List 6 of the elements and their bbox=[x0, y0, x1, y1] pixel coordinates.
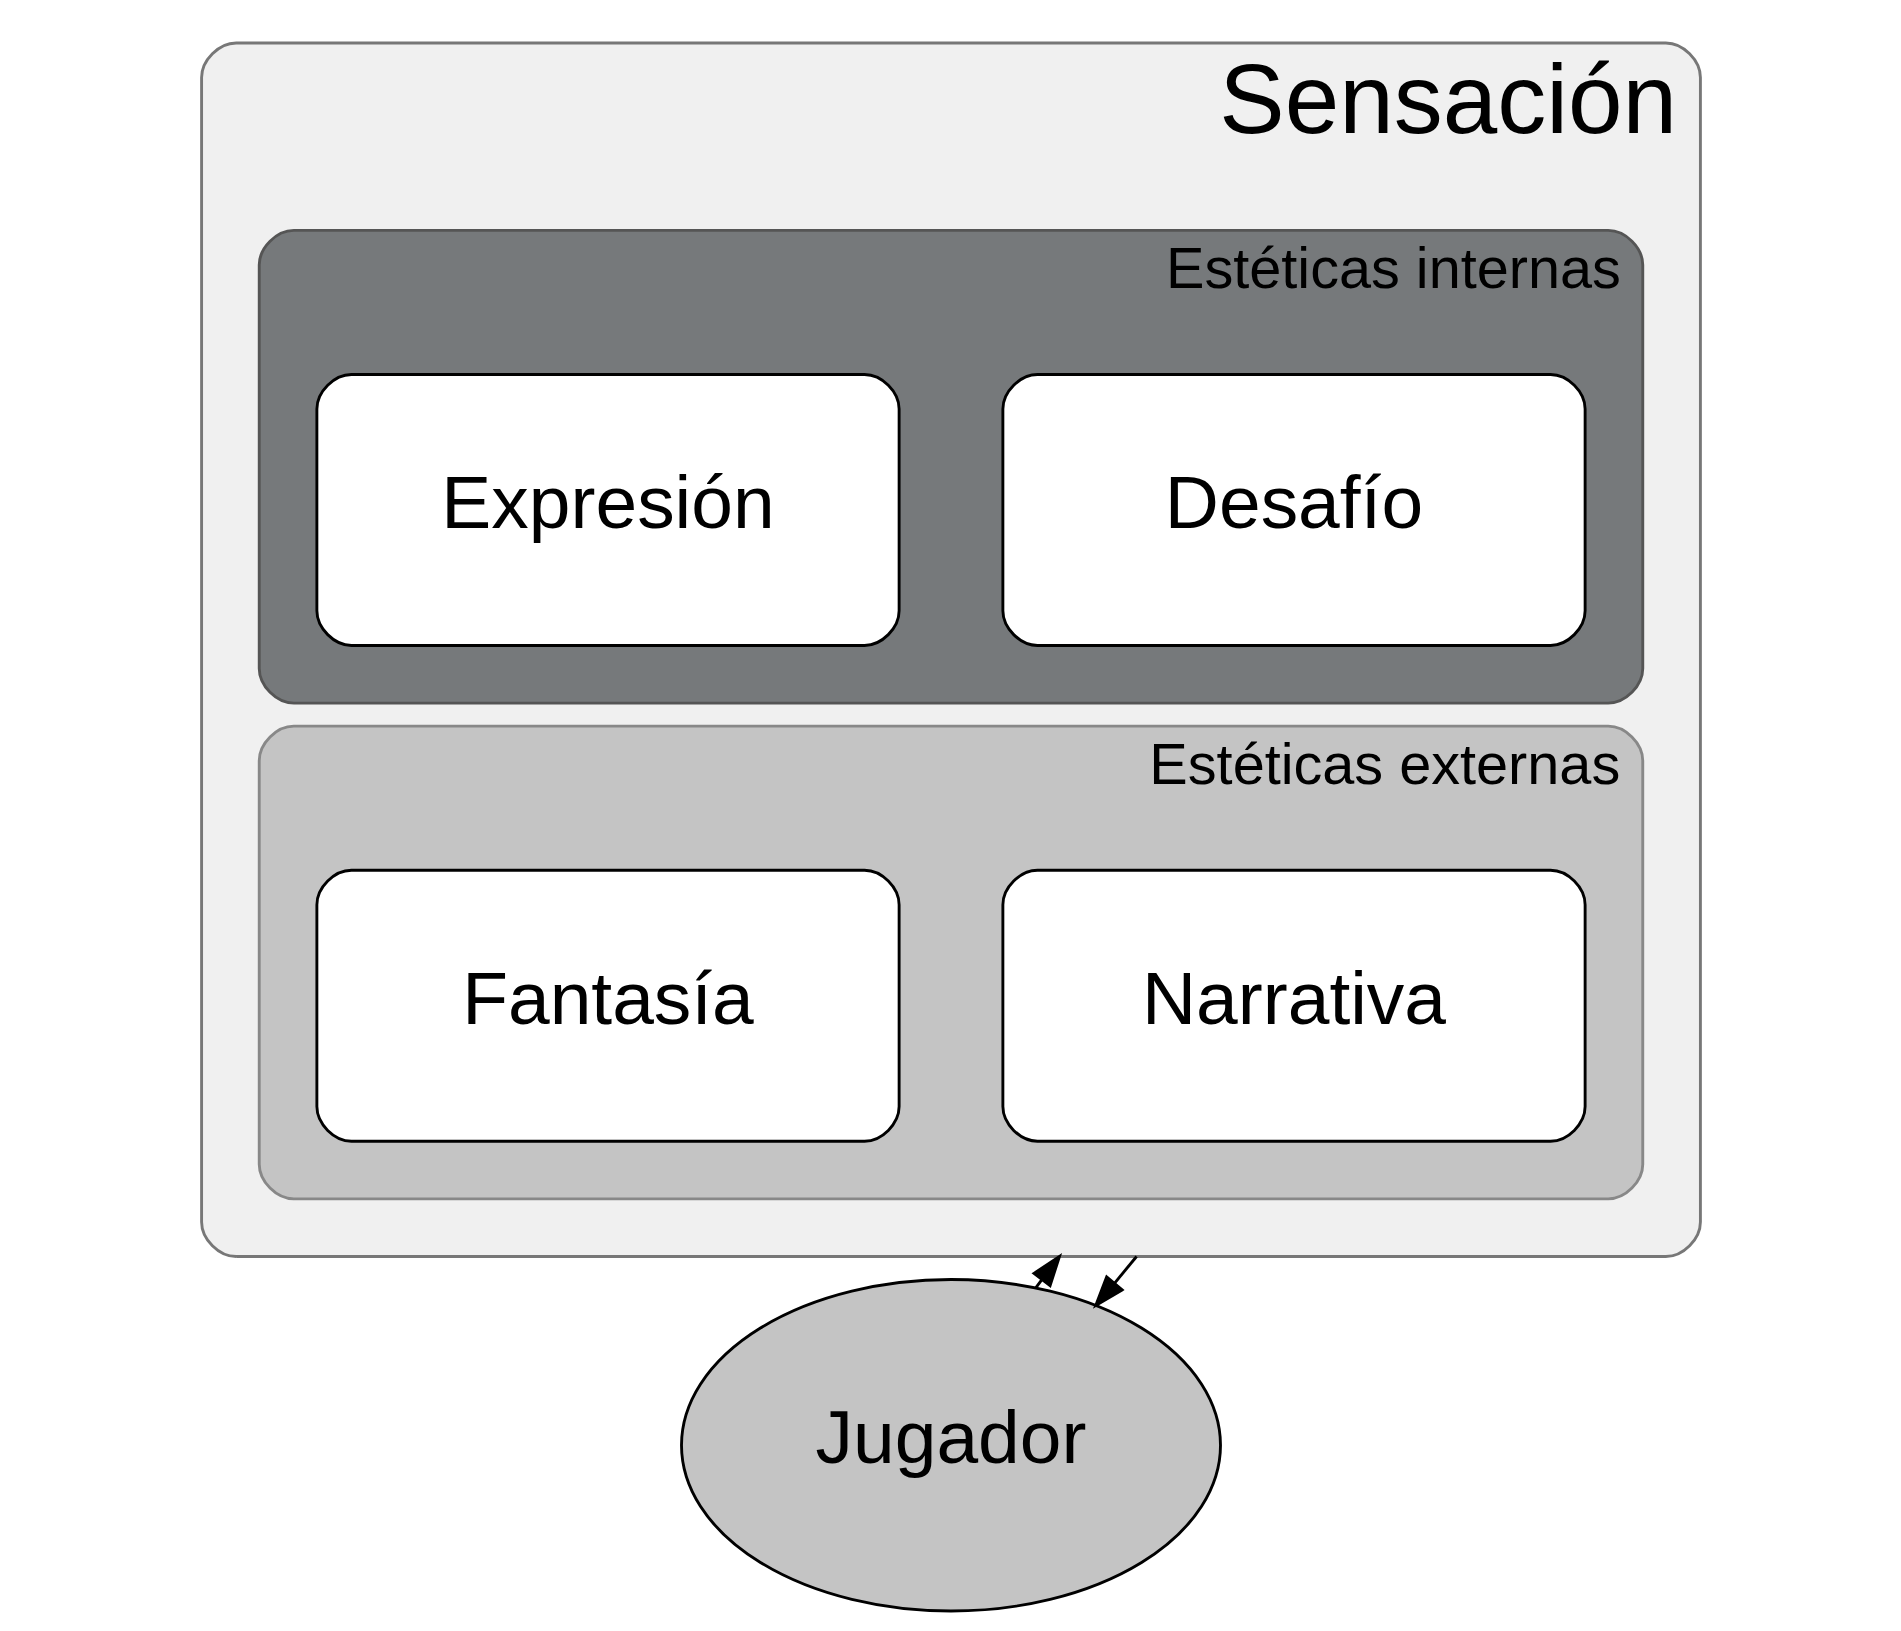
node-box: Fantasía bbox=[314, 868, 901, 1143]
node-box: Desafío bbox=[1000, 373, 1587, 647]
arrow bbox=[1092, 1255, 1138, 1309]
arrow bbox=[1031, 1253, 1062, 1289]
node-box: Narrativa bbox=[1000, 868, 1587, 1143]
node-box: Expresión bbox=[314, 373, 901, 647]
